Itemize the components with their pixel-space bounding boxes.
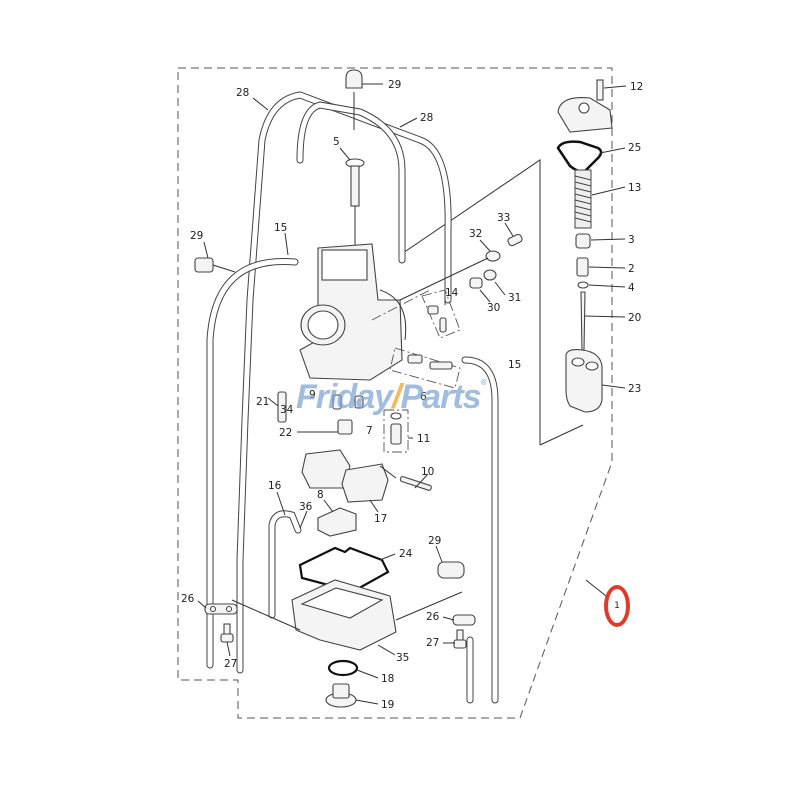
needle-20 (580, 291, 586, 351)
label-28: 28 (420, 112, 433, 124)
drain-plug-19 (325, 683, 357, 708)
label-15: 15 (508, 359, 521, 371)
assembly-part-number: 1 (614, 601, 620, 611)
o-ring-25 (556, 140, 603, 173)
label-27: 27 (224, 658, 237, 670)
label-33: 33 (497, 212, 510, 224)
label-16: 16 (268, 480, 282, 492)
sensor-21 (277, 391, 287, 423)
label-32: 32 (469, 228, 482, 240)
fitting-group-30-33 (399, 233, 523, 301)
throttle-valve-23 (565, 349, 603, 413)
label-29: 29 (428, 535, 441, 547)
o-ring-18 (327, 659, 359, 677)
jet-set-6 (389, 347, 461, 389)
clip-4 (577, 281, 589, 289)
hose-clip-29-bottom (437, 561, 465, 579)
label-35: 35 (396, 652, 409, 664)
label-25: 25 (628, 142, 641, 154)
label-11: 11 (417, 433, 430, 445)
hose-clip-29-top (345, 69, 363, 130)
label-7: 7 (366, 425, 373, 437)
label-24: 24 (399, 548, 413, 560)
spring-13 (574, 169, 592, 229)
label-5: 5 (333, 136, 340, 148)
spacer-3 (575, 233, 591, 249)
vent-hose-28 (236, 91, 452, 674)
drain-hose-16 (268, 510, 302, 619)
bolt-27-left (220, 623, 234, 643)
label-2: 2 (628, 263, 635, 275)
label-12: 12 (630, 81, 643, 93)
label-23: 23 (628, 383, 641, 395)
label-36: 36 (299, 501, 313, 513)
label-20: 20 (628, 312, 641, 324)
label-18: 18 (381, 673, 394, 685)
label-3: 3 (628, 234, 635, 246)
overflow-hose-15-left (206, 257, 299, 669)
bracket-26-left (204, 603, 238, 615)
hose-clip-29-left (194, 257, 236, 273)
label-27: 27 (426, 637, 439, 649)
label-10: 10 (421, 466, 434, 478)
jet-11 (383, 409, 409, 453)
label-28: 28 (236, 87, 249, 99)
label-22: 22 (279, 427, 292, 439)
label-26: 26 (181, 593, 195, 605)
float-17 (301, 449, 397, 503)
label-21: 21 (256, 396, 269, 408)
bracket-26-right (452, 614, 476, 626)
label-29: 29 (388, 79, 401, 91)
overflow-hose-15-right (461, 356, 499, 704)
label-17: 17 (374, 513, 387, 525)
label-8: 8 (317, 489, 324, 501)
bolt-27-right (453, 629, 467, 649)
label-19: 19 (381, 699, 394, 711)
label-6: 6 (420, 391, 427, 403)
holder-2 (576, 257, 589, 277)
gasket-24 (298, 546, 390, 594)
top-cover-12 (557, 79, 613, 133)
label-34: 34 (280, 404, 294, 416)
float-pin-10 (399, 476, 432, 491)
label-29: 29 (190, 230, 203, 242)
assembly-callout-highlight: 1 (604, 585, 630, 627)
leader-lines (197, 83, 627, 705)
label-30: 30 (487, 302, 500, 314)
label-13: 13 (628, 182, 641, 194)
jet-group-9-34-7-22 (332, 394, 364, 435)
label-31: 31 (508, 292, 521, 304)
part-labels: 28 28 29 29 29 5 15 15 12 25 13 3 2 4 20… (181, 79, 643, 711)
label-26: 26 (426, 611, 440, 623)
float-valve-8 (317, 507, 357, 537)
assembly-boundary (177, 67, 613, 719)
label-15: 15 (274, 222, 287, 234)
jet-set-14 (371, 289, 461, 339)
label-4: 4 (628, 282, 635, 294)
label-14: 14 (445, 287, 459, 299)
carburetor-body (299, 243, 407, 381)
label-9: 9 (309, 389, 316, 401)
float-bowl-35 (231, 579, 463, 651)
